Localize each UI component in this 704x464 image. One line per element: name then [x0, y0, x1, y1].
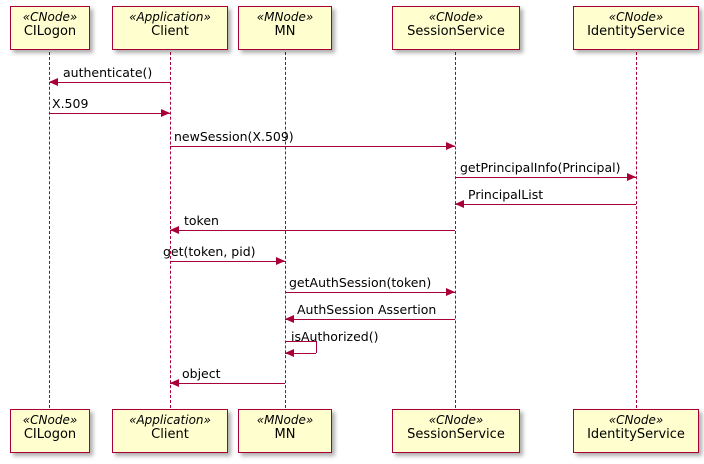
message-line-token [170, 230, 455, 231]
message-selfloop-right-isauthorized [316, 341, 317, 353]
participant-name: MN [274, 426, 296, 442]
message-line-principallist [455, 204, 636, 205]
lifeline-cilogon [49, 52, 50, 408]
participant-stereotype: «MNode» [256, 10, 314, 24]
participant-stereotype: «CNode» [428, 413, 484, 427]
participant-sessionservice-top[interactable]: «CNode» SessionService [392, 6, 520, 50]
participant-client-top[interactable]: «Application» Client [112, 6, 228, 50]
arrow-head-token [170, 226, 179, 234]
participant-stereotype: «CNode» [608, 413, 664, 427]
arrow-head-object [170, 379, 179, 387]
arrow-head-authsessionassertion [285, 315, 294, 323]
message-label-authsessionassertion: AuthSession Assertion [297, 302, 437, 317]
message-label-getauthsession: getAuthSession(token) [289, 275, 432, 290]
participant-identityservice-top[interactable]: «CNode» IdentityService [573, 6, 699, 50]
arrow-head-isauthorized [285, 349, 294, 357]
participant-name: SessionService [407, 23, 505, 39]
message-line-getprincipalinfo [455, 177, 636, 178]
message-label-newsession: newSession(X.509) [174, 129, 294, 144]
participant-stereotype: «CNode» [608, 10, 664, 24]
message-line-authsessionassertion [285, 319, 455, 320]
message-label-authenticate: authenticate() [63, 65, 153, 80]
participant-name: MN [274, 23, 296, 39]
message-line-newsession [170, 146, 455, 147]
message-label-getprincipalinfo: getPrincipalInfo(Principal) [460, 160, 621, 175]
participant-mn-top[interactable]: «MNode» MN [238, 6, 332, 50]
message-line-getauthsession [285, 292, 455, 293]
message-label-token: token [184, 213, 219, 228]
message-line-x509 [49, 113, 170, 114]
participant-stereotype: «MNode» [256, 413, 314, 427]
participant-stereotype: «Application» [129, 10, 211, 24]
message-selfloop-top-isauthorized [285, 341, 316, 342]
message-label-principallist: PrincipalList [468, 187, 544, 202]
arrow-head-newsession [446, 142, 455, 150]
participant-stereotype: «Application» [129, 413, 211, 427]
participant-name: Client [151, 23, 189, 39]
participant-mn-bottom[interactable]: «MNode» MN [238, 409, 332, 453]
message-line-authenticate [49, 82, 170, 83]
participant-name: IdentityService [587, 426, 685, 442]
message-label-object: object [182, 366, 221, 381]
participant-stereotype: «CNode» [22, 10, 78, 24]
arrow-head-principallist [455, 200, 464, 208]
arrow-head-authenticate [49, 78, 58, 86]
participant-name: CILogon [23, 23, 77, 39]
message-label-get: get(token, pid) [163, 244, 256, 259]
participant-stereotype: «CNode» [428, 10, 484, 24]
message-line-get [170, 261, 285, 262]
participant-cilogon-top[interactable]: «CNode» CILogon [10, 6, 90, 50]
arrow-head-getauthsession [446, 288, 455, 296]
participant-name: CILogon [23, 426, 77, 442]
arrow-head-getprincipalinfo [627, 173, 636, 181]
lifeline-sessionservice [455, 52, 456, 408]
arrow-head-get [276, 257, 285, 265]
lifeline-identityservice [636, 52, 637, 408]
message-selfloop-bottom-isauthorized [285, 353, 316, 354]
participant-sessionservice-bottom[interactable]: «CNode» SessionService [392, 409, 520, 453]
participant-name: Client [151, 426, 189, 442]
participant-stereotype: «CNode» [22, 413, 78, 427]
participant-name: SessionService [407, 426, 505, 442]
participant-cilogon-bottom[interactable]: «CNode» CILogon [10, 409, 90, 453]
participant-client-bottom[interactable]: «Application» Client [112, 409, 228, 453]
message-label-x509: X.509 [52, 96, 89, 111]
message-line-object [170, 383, 285, 384]
arrow-head-x509 [161, 109, 170, 117]
participant-name: IdentityService [587, 23, 685, 39]
participant-identityservice-bottom[interactable]: «CNode» IdentityService [573, 409, 699, 453]
message-label-isauthorized: isAuthorized() [291, 329, 379, 344]
